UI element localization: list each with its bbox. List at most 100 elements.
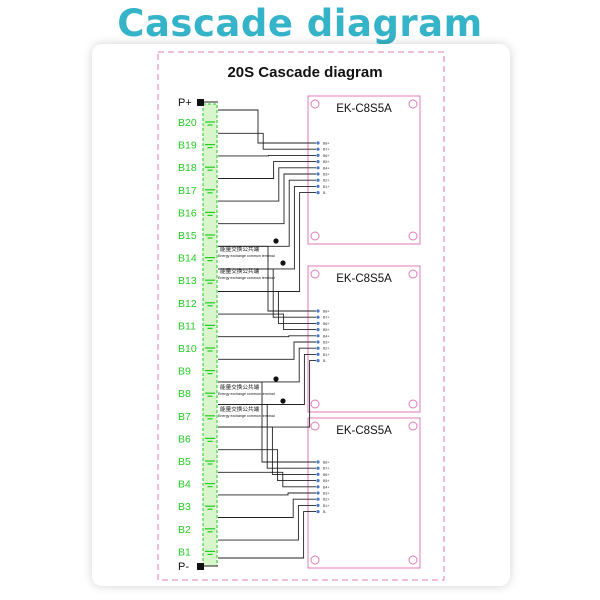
board-pin — [316, 172, 320, 176]
board-pin — [316, 166, 320, 170]
cell-label-b15: B15 — [178, 230, 197, 242]
wire-board3-pin8 — [218, 504, 316, 541]
wire-board2-pin4 — [218, 313, 316, 331]
board-pin — [316, 184, 320, 188]
cell-label-b2: B2 — [178, 524, 191, 536]
board-pin — [316, 153, 320, 157]
p-minus-label: P- — [178, 561, 189, 573]
wire-board2-pin8 — [218, 353, 316, 405]
outer-frame — [157, 51, 445, 581]
board-label: EK-C8S5A — [336, 103, 392, 115]
pin-label: B5+ — [323, 479, 330, 483]
board-pin — [316, 479, 320, 483]
wire-board3-pin5 — [218, 471, 316, 488]
board-pin — [316, 334, 320, 338]
board-pin — [316, 485, 320, 489]
wire-board1-pin7 — [218, 179, 316, 247]
pin-label: B6+ — [323, 322, 330, 326]
cell-label-b14: B14 — [178, 253, 197, 265]
pin-label: B4+ — [323, 485, 330, 489]
cell-label-b6: B6 — [178, 433, 191, 445]
wires-layer — [218, 109, 316, 559]
wire-board2-pin7 — [218, 347, 316, 383]
pin-label: B8+ — [323, 310, 330, 314]
cell-label-b11: B11 — [178, 320, 196, 332]
board-pin — [316, 315, 320, 319]
pin-label: B7+ — [323, 316, 330, 320]
common-terminal-cn-label: 能量交换公共端 — [220, 405, 260, 413]
wire-board3-pin7 — [218, 498, 316, 518]
mounting-hole — [408, 231, 418, 241]
pin-label: B3+ — [323, 341, 330, 345]
p-minus-terminal — [197, 563, 204, 570]
board-label: EK-C8S5A — [336, 425, 392, 437]
pin-label: B8+ — [323, 142, 330, 146]
board-pin — [316, 472, 320, 476]
pin-label: B- — [323, 359, 327, 363]
junction-dot — [280, 398, 286, 404]
pin-label: B3+ — [323, 492, 330, 496]
board-pin — [316, 460, 320, 464]
common-terminal-en-label: Energy exchange common terminal — [218, 254, 275, 258]
pin-label: B4+ — [323, 166, 330, 170]
board-pin — [316, 309, 320, 313]
wire-board3-pin9 — [218, 511, 316, 559]
pin-label: B6+ — [323, 154, 330, 158]
common-terminal-en-label: Energy exchange common terminal — [218, 414, 275, 418]
board-pin — [316, 491, 320, 495]
cell-label-b19: B19 — [178, 140, 197, 152]
cell-label-b4: B4 — [178, 479, 191, 491]
cell-label-b7: B7 — [178, 411, 191, 423]
pin-label: B1+ — [323, 185, 330, 189]
wire-board2-pin6 — [218, 341, 316, 360]
pin-label: B7+ — [323, 148, 330, 152]
wire-board3-pin3 — [218, 426, 316, 475]
mounting-hole — [310, 269, 320, 279]
cell-label-b8: B8 — [178, 388, 191, 400]
pin-label: B- — [323, 191, 327, 195]
junction-dot — [273, 376, 279, 382]
board-pin — [316, 178, 320, 182]
pin-label: B5+ — [323, 160, 330, 164]
cell-label-b17: B17 — [178, 185, 197, 197]
board-pin — [316, 191, 320, 195]
diagram-title: 20S Cascade diagram — [227, 64, 382, 81]
wire-board2-pin1 — [218, 245, 316, 312]
common-terminal-cn-label: 能量交换公共端 — [220, 383, 260, 391]
p-plus-label: P+ — [178, 97, 192, 109]
board-pin — [316, 359, 320, 363]
board-pin — [316, 147, 320, 151]
mounting-hole — [310, 555, 320, 565]
board-outline — [307, 265, 421, 413]
pin-label: B- — [323, 510, 327, 514]
page-title: Cascade diagram — [117, 2, 483, 45]
common-terminal-cn-label: 能量交换公共端 — [220, 267, 260, 275]
mounting-hole — [310, 231, 320, 241]
pin-label: B7+ — [323, 467, 330, 471]
wire-board1-pin5 — [218, 167, 316, 202]
junction-dot — [273, 238, 279, 244]
wire-board1-pin2 — [218, 132, 316, 150]
pin-label: B2+ — [323, 179, 330, 183]
wire-board3-pin2 — [218, 404, 316, 469]
wire-board1-pin4 — [218, 161, 316, 179]
board-pin — [316, 510, 320, 514]
cell-label-b13: B13 — [178, 275, 197, 287]
mounting-hole — [310, 99, 320, 109]
board-pin — [316, 321, 320, 325]
cell-label-b12: B12 — [178, 298, 197, 310]
pin-label: B4+ — [323, 334, 330, 338]
cell-label-b10: B10 — [178, 343, 197, 355]
mounting-hole — [408, 421, 418, 431]
board-pin — [316, 346, 320, 350]
battery-column — [202, 103, 218, 567]
board-pin — [316, 160, 320, 164]
mounting-hole — [408, 269, 418, 279]
pin-label: B5+ — [323, 328, 330, 332]
